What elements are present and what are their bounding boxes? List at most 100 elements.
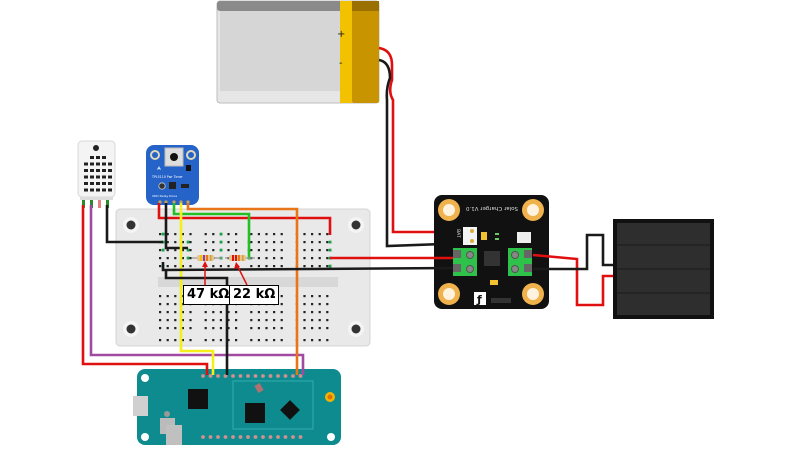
header-pin-bottom (246, 435, 250, 439)
breadboard-hole (227, 311, 230, 314)
breadboard-hole (303, 295, 306, 298)
dht-vent (96, 188, 100, 192)
breadboard-hole-connected (161, 232, 165, 236)
breadboard-hole (181, 241, 184, 244)
breadboard-hole (159, 319, 162, 322)
header-pin-top (291, 374, 295, 378)
dht-vent (102, 162, 106, 166)
breadboard-hole (212, 311, 215, 314)
dht-vent (84, 182, 88, 185)
breadboard-hole (204, 311, 207, 314)
breadboard-hole (280, 303, 283, 306)
breadboard-hole (311, 249, 314, 252)
dht-vent (108, 182, 112, 185)
breadboard-hole (204, 241, 207, 244)
dht-vent (96, 182, 100, 185)
header-pin-bottom (231, 435, 235, 439)
breadboard-hole (311, 241, 314, 244)
breadboard-hole (189, 265, 192, 268)
breadboard-hole (235, 233, 238, 236)
breadboard-hole-connected (328, 264, 332, 268)
dht-vent (96, 156, 100, 159)
header-pin-bottom (291, 435, 295, 439)
breadboard-hole (257, 233, 260, 236)
breadboard-hole (212, 327, 215, 330)
header-pin-top (246, 374, 250, 378)
breadboard-hole (235, 311, 238, 314)
breadboard-hole (311, 295, 314, 298)
breadboard-hole-connected (186, 248, 190, 252)
header-pin-top (223, 374, 228, 378)
breadboard-hole-connected (219, 248, 223, 252)
breadboard-hole (257, 311, 260, 314)
breadboard-hole-connected (328, 240, 332, 244)
solar-charger: Solar Charger V1.0 BAT ƒ (434, 195, 549, 309)
breadboard-hole (280, 257, 283, 260)
breadboard-hole (166, 339, 169, 342)
wire-dht-data (89, 205, 305, 375)
breadboard-hole (227, 249, 230, 252)
breadboard-hole (174, 339, 177, 342)
header-pin-bottom (261, 435, 265, 439)
breadboard-hole (280, 241, 283, 244)
breadboard-hole (212, 319, 215, 322)
breadboard-hole (204, 249, 207, 252)
breadboard-hole (280, 295, 283, 298)
dht-vent (102, 169, 106, 172)
breadboard-hole (174, 319, 177, 322)
breadboard-hole (257, 249, 260, 252)
breadboard-hole (280, 311, 283, 314)
dht-vent (108, 162, 112, 166)
breadboard-hole (219, 319, 222, 322)
dht-vent (90, 182, 94, 185)
breadboard-hole (212, 339, 215, 342)
header-pin-top (261, 374, 265, 378)
breadboard-hole (189, 249, 192, 252)
breadboard-hole (159, 295, 162, 298)
breadboard-hole (204, 327, 207, 330)
wire-timer-vdd (157, 203, 332, 235)
header-pin-bottom (298, 435, 303, 439)
breadboard-hole (326, 327, 329, 330)
header-pin-bottom (283, 435, 288, 439)
breadboard-hole (219, 265, 222, 268)
breadboard-hole (181, 339, 184, 342)
breadboard-hole (212, 241, 215, 244)
breadboard-hole (159, 339, 162, 342)
charger-bat-label: BAT (455, 229, 461, 238)
charger-mount-holes (438, 199, 544, 305)
breadboard-hole (326, 249, 329, 252)
battery-plus-label: + (337, 29, 345, 40)
breadboard-hole (204, 339, 207, 342)
breadboard-hole (265, 233, 268, 236)
breadboard-hole (159, 233, 162, 236)
breadboard-hole (318, 311, 321, 314)
breadboard-hole (174, 311, 177, 314)
breadboard-hole (280, 265, 283, 268)
dht-vent (102, 175, 106, 179)
header-pin-top (298, 374, 303, 378)
breadboard-hole-connected (219, 232, 223, 236)
breadboard-hole (318, 241, 321, 244)
breadboard-hole (250, 233, 253, 236)
breadboard-hole (311, 233, 314, 236)
breadboard-hole (159, 303, 162, 306)
breadboard-hole (189, 311, 192, 314)
dht-vent (96, 162, 100, 166)
wire-bb-ground (161, 262, 454, 272)
header-pin-top (231, 374, 235, 378)
breadboard-hole (227, 233, 230, 236)
breadboard-hole (174, 327, 177, 330)
breadboard-hole (280, 233, 283, 236)
breadboard-hole (189, 233, 192, 236)
breadboard-hole (166, 295, 169, 298)
breadboard-hole (303, 249, 306, 252)
breadboard-hole (181, 327, 184, 330)
charger-logo: ƒ (476, 293, 482, 306)
wire-gnd-to-arduino (164, 270, 229, 375)
charger-silk-title: Solar Charger V1.0 (465, 205, 518, 211)
breadboard-hole (189, 339, 192, 342)
breadboard-hole (265, 257, 268, 260)
breadboard-hole (273, 311, 276, 314)
breadboard-hole (273, 327, 276, 330)
